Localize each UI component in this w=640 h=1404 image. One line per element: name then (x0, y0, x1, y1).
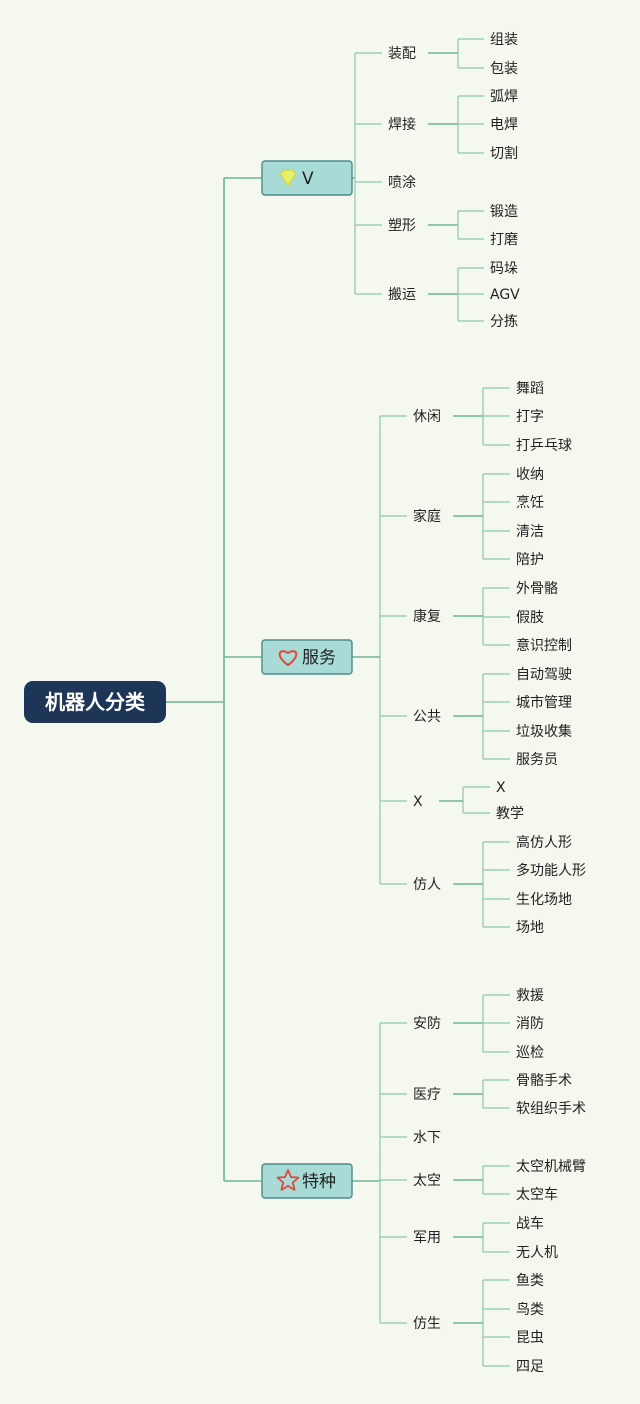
leaf-label[interactable]: 教学 (496, 806, 524, 822)
leaf-label[interactable]: 组装 (490, 32, 518, 48)
subcategory-node[interactable]: 搬运 (388, 287, 416, 303)
category-node-box (261, 639, 353, 675)
leaf-label[interactable]: 清洁 (516, 524, 544, 540)
heart-icon (278, 650, 298, 667)
leaf-label[interactable]: 陪护 (516, 552, 544, 568)
leaf-label[interactable]: 生化场地 (516, 892, 572, 908)
category-node-0[interactable]: V (261, 160, 353, 196)
leaf-label[interactable]: 自动驾驶 (516, 667, 572, 683)
category-node-1[interactable]: 服务 (261, 639, 353, 675)
star-icon (276, 1169, 300, 1191)
root-node[interactable]: 机器人分类 (24, 681, 166, 723)
subcategory-label: 仿生 (413, 1316, 441, 1332)
leaf-label[interactable]: 收纳 (516, 467, 544, 483)
subcategory-node[interactable]: 军用 (413, 1230, 441, 1246)
subcategory-label: 喷涂 (388, 175, 416, 191)
subcategory-node[interactable]: 焊接 (388, 116, 416, 133)
leaf-label[interactable]: 太空车 (516, 1186, 558, 1203)
subcategory-label: 装配 (388, 46, 416, 62)
subcategory-label: 家庭 (413, 508, 441, 525)
subcategory-node[interactable]: 塑形 (388, 218, 416, 234)
leaf-label[interactable]: 软组织手术 (516, 1101, 586, 1117)
subcategory-label: 康复 (413, 608, 441, 625)
subcategory-label: 焊接 (388, 116, 416, 133)
leaf-label[interactable]: 假肢 (516, 610, 544, 626)
leaf-label[interactable]: 打磨 (490, 231, 518, 248)
leaf-label[interactable]: 四足 (516, 1359, 544, 1375)
leaf-label[interactable]: 太空机械臂 (516, 1159, 586, 1175)
leaf-label[interactable]: 锻造 (490, 204, 518, 220)
subcategory-node[interactable]: 水下 (413, 1130, 441, 1146)
leaf-label[interactable]: 意识控制 (516, 637, 572, 654)
subcategory-node[interactable]: 装配 (388, 46, 416, 62)
leaf-label[interactable]: 垃圾收集 (516, 723, 572, 740)
root-node-box (24, 681, 166, 723)
connector-lines (166, 38, 510, 1367)
leaf-label[interactable]: 昆虫 (516, 1330, 544, 1346)
leaf-label[interactable]: 战车 (516, 1215, 544, 1232)
leaf-label[interactable]: 电焊 (490, 117, 518, 133)
leaf-label[interactable]: 多功能人形 (516, 862, 586, 879)
leaf-label[interactable]: 舞蹈 (516, 381, 544, 397)
subcategory-label: 医疗 (413, 1087, 441, 1103)
subcategory-node[interactable]: 太空 (413, 1173, 441, 1189)
subcategory-label: 休闲 (413, 409, 441, 425)
root-title: 机器人分类 (45, 690, 145, 714)
leaf-label[interactable]: 服务员 (516, 752, 558, 768)
leaf-label[interactable]: 巡检 (516, 1045, 544, 1061)
subcategory-node[interactable]: 医疗 (413, 1087, 441, 1103)
subcategory-label: 水下 (413, 1130, 441, 1146)
subcategory-label: 军用 (413, 1230, 441, 1246)
leaf-label[interactable]: 打乒乓球 (516, 437, 572, 454)
leaf-label[interactable]: 鸟类 (516, 1302, 544, 1318)
subcategory-label: X (413, 794, 423, 810)
leaf-label[interactable]: 骨骼手术 (516, 1073, 572, 1089)
leaf-label[interactable]: 码垛 (490, 261, 518, 277)
leaf-label[interactable]: 弧焊 (490, 89, 518, 105)
leaf-label[interactable]: 分拣 (490, 314, 518, 330)
leaf-label[interactable]: 烹饪 (516, 494, 544, 511)
subcategory-node[interactable]: 公共 (413, 709, 441, 725)
leaf-label[interactable]: 切割 (490, 145, 518, 162)
leaf-label[interactable]: 包装 (490, 61, 518, 77)
category-label: 特种 (302, 1172, 336, 1192)
subcategory-label: 公共 (413, 709, 441, 725)
subcategory-node[interactable]: 安防 (413, 1016, 441, 1032)
leaf-label[interactable]: X (496, 780, 506, 796)
category-label: 服务 (302, 648, 336, 668)
subcategory-label: 仿人 (413, 877, 441, 893)
subcategory-label: 安防 (413, 1016, 441, 1032)
subcategory-node[interactable]: 喷涂 (388, 175, 416, 191)
leaf-label[interactable]: 消防 (516, 1016, 544, 1032)
subcategory-node[interactable]: 仿生 (413, 1316, 441, 1332)
leaf-label[interactable]: 无人机 (516, 1245, 558, 1261)
leaf-label[interactable]: 高仿人形 (516, 834, 572, 851)
leaf-label[interactable]: 场地 (516, 920, 544, 936)
subcategory-label: 塑形 (388, 218, 416, 234)
leaf-label[interactable]: 城市管理 (516, 694, 572, 711)
subcategory-node[interactable]: 家庭 (413, 508, 441, 525)
leaf-label[interactable]: 外骨骼 (516, 581, 558, 597)
leaf-label[interactable]: AGV (490, 287, 520, 303)
category-node-box (261, 1163, 353, 1199)
subcategory-node[interactable]: 康复 (413, 608, 441, 625)
leaf-label[interactable]: 鱼类 (516, 1272, 544, 1289)
leaf-label[interactable]: 打字 (516, 408, 544, 425)
category-label: V (302, 169, 314, 189)
subcategory-label: 太空 (413, 1173, 441, 1189)
leaf-label[interactable]: 救援 (516, 988, 544, 1004)
subcategory-node[interactable]: 仿人 (413, 877, 441, 893)
category-node-2[interactable]: 特种 (261, 1163, 353, 1199)
diamond-icon (279, 169, 297, 187)
subcategory-node[interactable]: 休闲 (413, 409, 441, 425)
subcategory-label: 搬运 (388, 287, 416, 303)
subcategory-node[interactable]: X (413, 794, 423, 810)
